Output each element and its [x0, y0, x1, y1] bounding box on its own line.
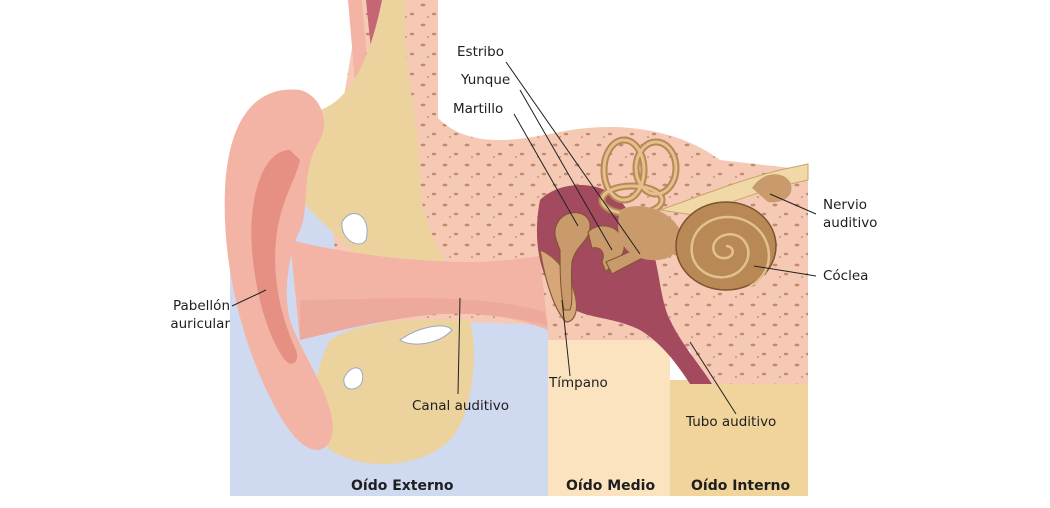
- cartilage-highlight-1: [341, 213, 368, 245]
- zone-label-externo: Oído Externo: [351, 478, 454, 494]
- label-coclea: Cóclea: [823, 268, 869, 284]
- cartilage-highlight-3: [399, 325, 453, 345]
- nerve-knob: [752, 174, 792, 203]
- label-yunque: Yunque: [461, 72, 511, 88]
- label-tubo-auditivo: Tubo auditivo: [686, 414, 777, 430]
- pinna-inner-fold: [251, 150, 300, 364]
- label-estribo: Estribo: [457, 44, 504, 60]
- pinna: [224, 89, 333, 450]
- vestibule: [618, 206, 682, 261]
- label-timpano: Tímpano: [549, 375, 608, 391]
- label-pabellon-1: Pabellón: [173, 298, 230, 314]
- middle-ear-zone: [548, 340, 670, 496]
- zone-label-interno: Oído Interno: [691, 478, 791, 494]
- cartilage-upper: [296, 0, 450, 275]
- cartilage-highlight-4: [343, 367, 364, 390]
- label-nervio-auditivo-2: auditivo: [823, 215, 878, 231]
- malleus: [554, 212, 591, 311]
- cartilage-lower: [315, 319, 474, 464]
- label-nervio-auditivo-1: Nervio: [823, 197, 867, 213]
- zone-label-medio: Oído Medio: [566, 478, 656, 494]
- cochlea: [675, 201, 777, 291]
- label-martillo: Martillo: [453, 101, 504, 117]
- label-canal-auditivo: Canal auditivo: [412, 398, 510, 414]
- inner-ear-zone: [670, 380, 808, 496]
- ear-canal-shadow: [300, 298, 548, 340]
- leader-lines: [231, 61, 817, 415]
- label-pabellon-2: auricular: [170, 316, 230, 332]
